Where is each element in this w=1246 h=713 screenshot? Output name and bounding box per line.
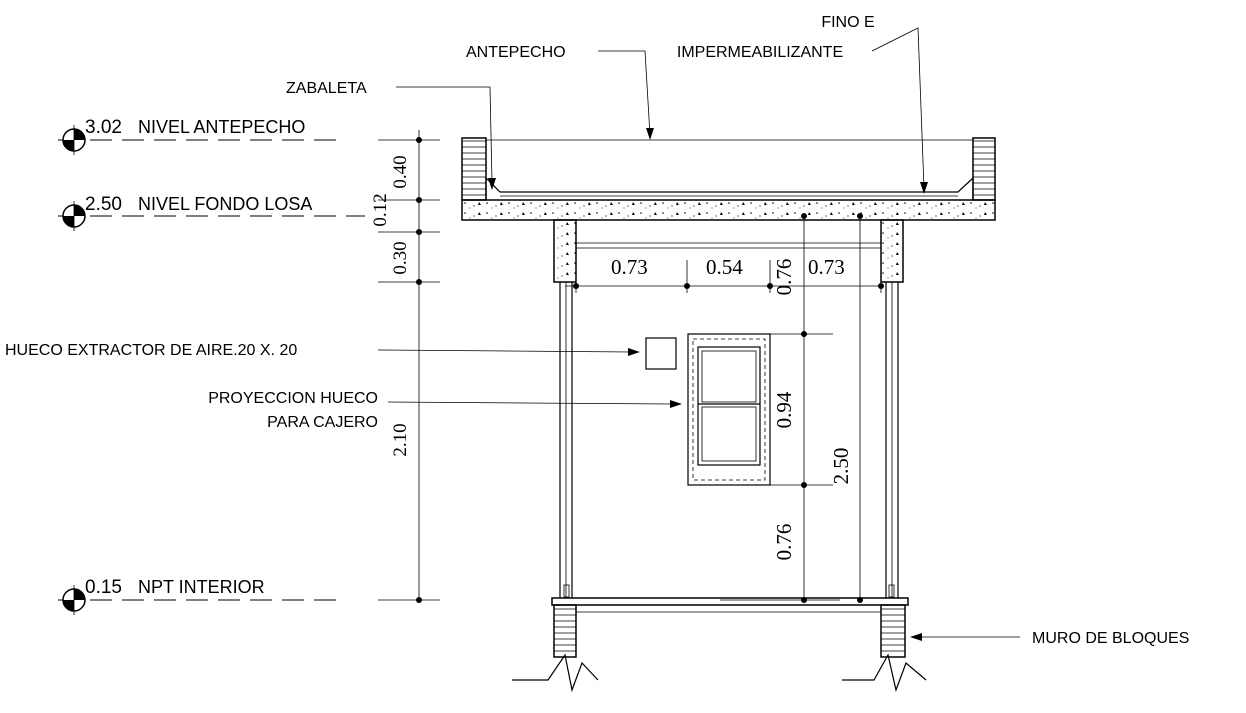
dimension-label: 0.40 [390,155,411,188]
dimension-label: 0.54 [706,255,743,279]
dimension-anchos: 0.73 0.54 0.73 [565,255,884,293]
dimension-total: 2.50 [829,213,863,603]
dimension-antepecho: 0.40 0.12 [370,130,440,232]
dimension-label: 0.73 [808,255,845,279]
callout-antepecho: ANTEPECHO [466,44,654,140]
block-wall-right [842,604,927,693]
air-extractor-opening [645,337,677,370]
callout-label: FINO E [821,14,874,31]
callout-label: HUECO EXTRACTOR DE AIRE.20 X. 20 [5,342,297,359]
fino-impermeabilizante [485,176,974,200]
wall-right [885,282,899,600]
level-marker-fondo-losa: 2.50 NIVEL FONDO LOSA [58,194,365,231]
callout-label: ANTEPECHO [466,44,566,61]
beam-right [880,219,904,283]
dimension-label: 0.76 [772,259,796,296]
dimension-viga: 0.30 [378,229,440,600]
floor [551,597,909,613]
beam-left [553,219,577,283]
dimension-puerta: 2.10 [378,423,440,603]
dimension-label: 0.30 [390,241,411,274]
callout-fino: FINO E IMPERMEABILIZANTE [677,14,928,194]
callout-hueco-extractor: HUECO EXTRACTOR DE AIRE.20 X. 20 [5,342,640,359]
level-label: NIVEL FONDO LOSA [138,194,312,214]
dimension-label: 0.12 [370,193,391,226]
dimension-cajero: 0.76 0.94 0.76 [720,213,840,603]
dimension-label: 2.10 [390,423,411,456]
parapet-left [461,137,487,201]
dimension-label: 0.73 [611,255,648,279]
callout-muro: MURO DE BLOQUES [910,630,1189,647]
callout-label: ZABALETA [286,80,367,97]
callout-label: PARA CAJERO [267,414,378,431]
callout-proyeccion: PROYECCION HUECO PARA CAJERO [208,390,682,431]
slab [461,199,996,221]
callout-zabaleta: ZABALETA [286,80,496,190]
callout-label: PROYECCION HUECO [208,390,378,407]
callout-label: MURO DE BLOQUES [1032,630,1189,647]
level-value: 3.02 [85,117,122,138]
dimension-label: 0.76 [772,524,796,561]
dimension-label: 0.94 [772,391,796,428]
level-value: 0.15 [85,577,122,598]
level-marker-antepecho: 3.02 NIVEL ANTEPECHO [58,117,345,155]
callout-label: IMPERMEABILIZANTE [677,44,843,61]
level-marker-npt-interior: 0.15 NPT INTERIOR [58,577,345,615]
atm-opening-projection [687,333,771,486]
block-wall-left [512,604,599,693]
parapet-right [972,137,996,201]
dimension-label: 2.50 [829,448,853,485]
level-value: 2.50 [85,194,122,215]
wall-left [559,282,573,600]
level-label: NPT INTERIOR [138,577,265,597]
level-label: NIVEL ANTEPECHO [138,117,305,137]
